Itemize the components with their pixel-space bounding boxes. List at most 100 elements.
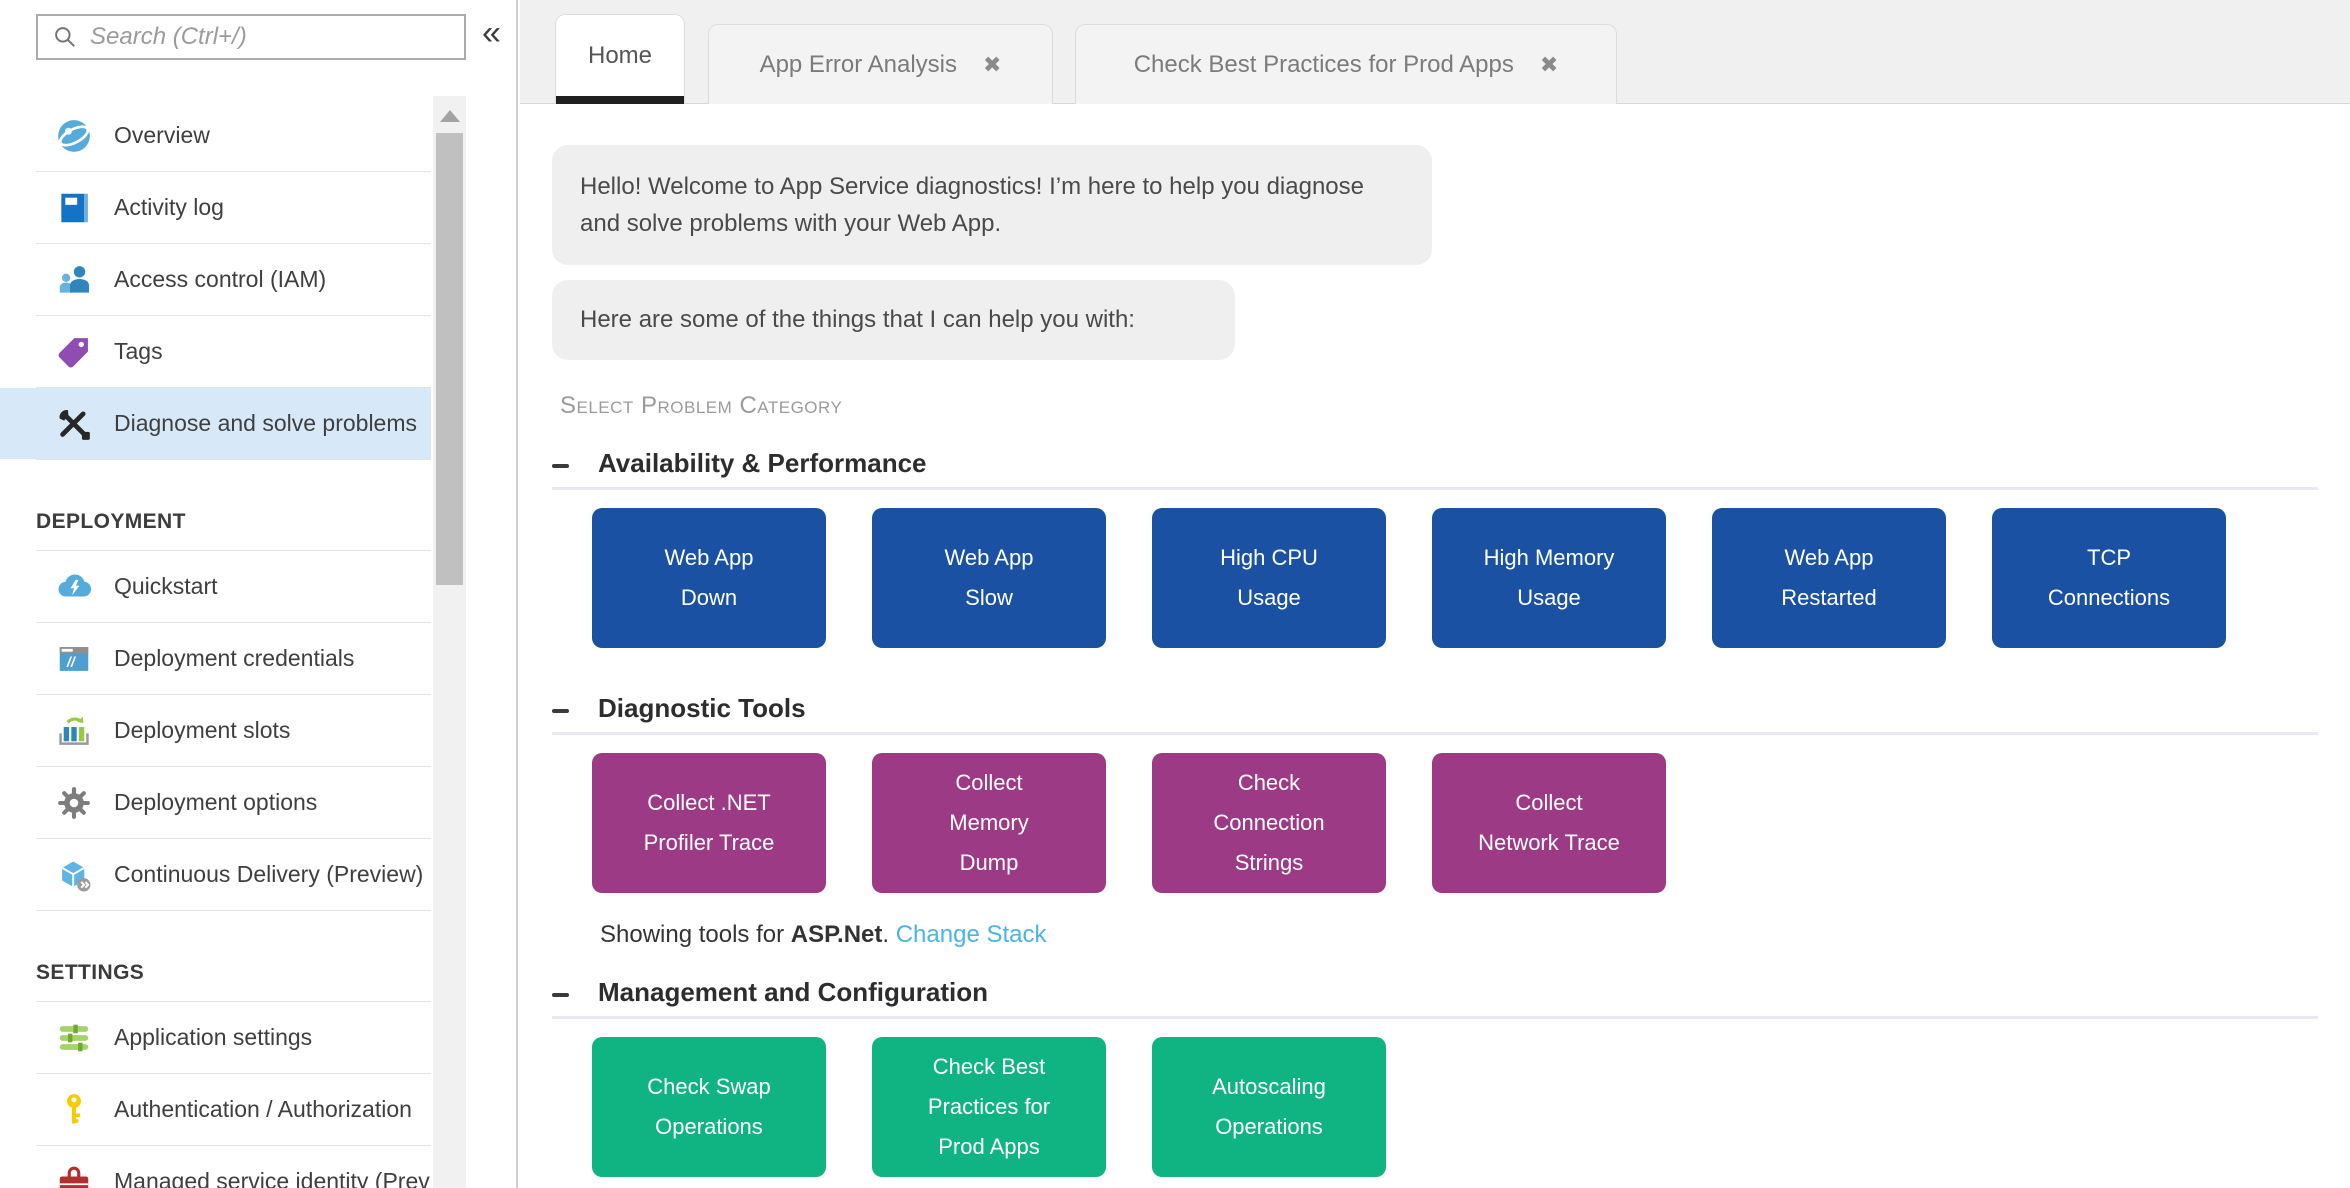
sidebar-item-deployment-credentials[interactable]: // Deployment credentials [0,623,431,694]
stack-name: ASP.Net [790,921,883,948]
sidebar-item-overview[interactable]: Overview [0,100,431,171]
sidebar-item-label: Continuous Delivery (Preview) [114,861,424,887]
section-title: Management and Configuration [598,977,988,1007]
sidebar-item-diagnose-and-solve-problems[interactable]: Diagnose and solve problems [0,388,431,459]
tag-icon [52,330,96,374]
stack-note-prefix: Showing tools for [600,921,791,948]
sidebar-item-label: Tags [114,338,163,364]
cloud-lightning-icon [52,565,96,609]
tile-row: Web App Down Web App Slow High CPU Usage… [592,508,2318,648]
tile-web-app-down[interactable]: Web App Down [592,508,826,648]
section-title: Diagnostic Tools [598,693,806,723]
tab-check-best-practices[interactable]: Check Best Practices for Prod Apps ✖ [1075,24,1617,104]
sidebar-item-deployment-options[interactable]: Deployment options [0,767,431,838]
package-icon [52,853,96,897]
search-input[interactable] [90,17,464,57]
sidebar-item-access-control[interactable]: Access control (IAM) [0,244,431,315]
tile-web-app-restarted[interactable]: Web App Restarted [1712,508,1946,648]
tab-home[interactable]: Home [555,14,685,104]
divider [36,694,431,695]
tile-check-swap-operations[interactable]: Check Swap Operations [592,1037,826,1177]
tile-row: Check Swap Operations Check Best Practic… [592,1037,2318,1177]
sidebar-group-deployment: DEPLOYMENT [36,510,186,533]
svg-text://: // [66,654,77,670]
sidebar-item-tags[interactable]: Tags [0,316,431,387]
tile-autoscaling-operations[interactable]: Autoscaling Operations [1152,1037,1386,1177]
divider [36,387,431,388]
tools-icon [52,402,96,446]
sidebar-item-label: Overview [114,122,210,148]
sidebar-nav: Overview Activity log [0,100,431,1188]
sidebar-item-label: Managed service identity (Prev [114,1168,430,1188]
sidebar-item-label: Activity log [114,194,224,220]
divider [36,171,431,172]
sidebar-item-label: Access control (IAM) [114,266,327,292]
chat-bubble-welcome: Hello! Welcome to App Service diagnostic… [552,145,1432,265]
section-underline [552,487,2318,490]
stack-note-separator: . [882,921,896,948]
sidebar-item-continuous-delivery[interactable]: Continuous Delivery (Preview) [0,839,431,910]
stack-note: Showing tools for ASP.Net. Change Stack [600,921,2318,949]
tile-high-memory-usage[interactable]: High Memory Usage [1432,508,1666,648]
tab-label: Check Best Practices for Prod Apps [1133,50,1514,78]
sliders-icon [52,1016,96,1060]
tile-row: Collect .NET Profiler Trace Collect Memo… [592,753,2318,893]
sidebar-item-label: Deployment credentials [114,645,355,671]
tile-check-best-practices-prod-apps[interactable]: Check Best Practices for Prod Apps [872,1037,1106,1177]
sidebar-group-settings: SETTINGS [36,961,145,984]
globe-icon [52,114,96,158]
scrollbar-up-arrow-icon[interactable] [439,110,460,122]
tab-label: Home [587,41,653,69]
divider [36,838,431,839]
key-icon [52,1088,96,1132]
sidebar-item-activity-log[interactable]: Activity log [0,172,431,243]
gear-icon [52,781,96,825]
collapse-minus-icon[interactable] [552,463,569,468]
section-underline [552,732,2318,735]
sidebar-item-label: Authentication / Authorization [114,1096,412,1122]
search-box[interactable] [36,14,466,60]
people-icon [52,258,96,302]
sidebar-item-deployment-slots[interactable]: Deployment slots [0,695,431,766]
section-underline [552,1016,2318,1019]
tab-app-error-analysis[interactable]: App Error Analysis ✖ [708,24,1053,104]
sidebar-item-application-settings[interactable]: Application settings [0,1002,431,1073]
collapse-sidebar-button[interactable]: « [482,14,501,52]
divider [36,550,431,551]
tile-collect-memory-dump[interactable]: Collect Memory Dump [872,753,1106,893]
tile-collect-net-profiler-trace[interactable]: Collect .NET Profiler Trace [592,753,826,893]
search-icon [55,27,75,47]
tile-tcp-connections[interactable]: TCP Connections [1992,508,2226,648]
main-panel: Home App Error Analysis ✖ Check Best Pra… [520,0,2350,1188]
collapse-minus-icon[interactable] [552,708,569,713]
sidebar-item-quickstart[interactable]: Quickstart [0,551,431,622]
change-stack-link[interactable]: Change Stack [895,921,1047,948]
collapse-minus-icon[interactable] [552,992,569,997]
sidebar: « Overview Activity log [0,0,518,1188]
browser-icon: // [52,637,96,681]
divider [36,910,431,911]
sidebar-item-label: Diagnose and solve problems [114,410,418,436]
tab-label: App Error Analysis [759,50,957,78]
sidebar-item-label: Deployment slots [114,717,291,743]
sidebar-item-managed-service-identity[interactable]: Managed service identity (Prev [0,1146,431,1188]
tile-web-app-slow[interactable]: Web App Slow [872,508,1106,648]
section-title: Availability & Performance [598,448,927,478]
tile-collect-network-trace[interactable]: Collect Network Trace [1432,753,1666,893]
scrollbar-thumb[interactable] [436,133,463,585]
tile-high-cpu-usage[interactable]: High CPU Usage [1152,508,1386,648]
divider [36,459,431,460]
close-icon[interactable]: ✖ [982,51,1002,77]
close-icon[interactable]: ✖ [1539,51,1559,77]
divider [36,1001,431,1002]
divider [36,1073,431,1074]
sidebar-scrollbar[interactable] [433,96,466,1188]
tile-check-connection-strings[interactable]: Check Connection Strings [1152,753,1386,893]
divider [36,766,431,767]
briefcase-icon [52,1160,96,1188]
sidebar-item-authentication-authorization[interactable]: Authentication / Authorization [0,1074,431,1145]
slots-chart-icon [52,709,96,753]
sidebar-item-label: Application settings [114,1024,313,1050]
divider [36,315,431,316]
